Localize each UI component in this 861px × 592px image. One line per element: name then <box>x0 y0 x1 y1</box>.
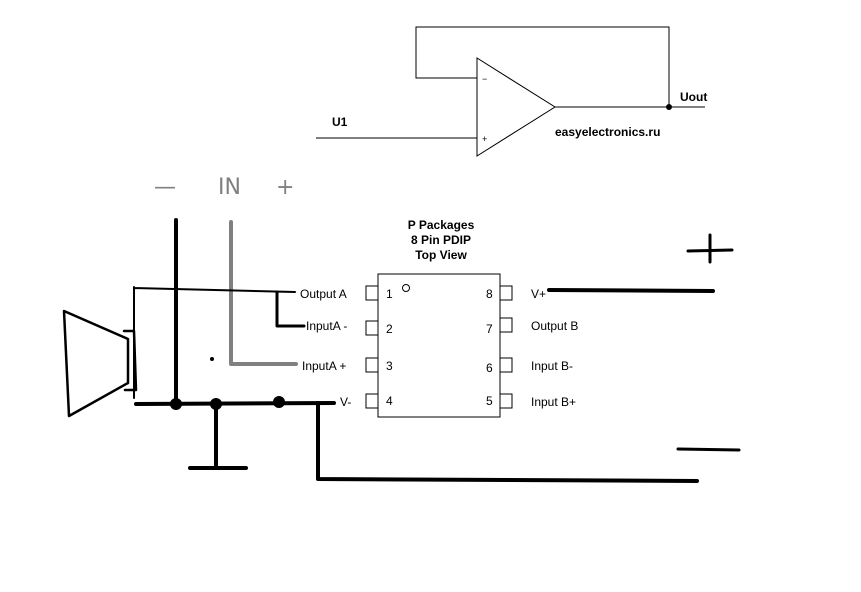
pin-number-1: 1 <box>386 287 393 301</box>
output-label: Uout <box>680 90 707 104</box>
in-plus-label: + <box>276 175 294 200</box>
noninverting-input-sign: + <box>482 134 487 144</box>
pin-name-output-a: Output A <box>300 287 347 301</box>
junction-dot-1 <box>170 398 182 410</box>
pin-stub-4 <box>365 393 378 409</box>
pin-name-input-a-plus: InputA + <box>302 359 346 373</box>
pin-name-input-b-minus: Input B- <box>531 359 573 373</box>
pin-name-v-plus: V+ <box>531 287 546 301</box>
inverting-input-sign: − <box>482 74 487 84</box>
pin-stub-5 <box>500 393 513 409</box>
input-label: U1 <box>332 115 348 129</box>
v-plus-rail <box>547 288 715 293</box>
speaker-cone <box>62 309 130 418</box>
pin-number-3: 3 <box>386 359 393 373</box>
pin-stub-1 <box>365 285 378 301</box>
output-a-wire <box>133 286 296 399</box>
v-minus-rail <box>316 401 699 483</box>
in-minus-label: — <box>154 175 176 200</box>
pin1-marker <box>402 284 410 292</box>
pin-number-5: 5 <box>486 394 493 408</box>
ground-tap-wire <box>188 402 248 470</box>
chip-title-line2: 8 Pin PDIP <box>411 233 471 247</box>
pin-number-7: 7 <box>486 322 493 336</box>
pin-number-2: 2 <box>386 322 393 336</box>
supply-plus-sign <box>686 233 734 264</box>
junction-dot-2 <box>210 398 222 410</box>
supply-minus-sign <box>676 447 741 452</box>
ground-bus-wire <box>134 401 336 406</box>
stray-dot <box>210 357 214 361</box>
feedback-wire <box>415 26 670 107</box>
pin-name-input-b-plus: Input B+ <box>531 395 576 409</box>
pin-number-8: 8 <box>486 287 493 301</box>
junction-dot-3 <box>273 396 285 408</box>
pin-stub-8 <box>500 285 513 301</box>
opamp-triangle <box>476 57 556 157</box>
opamp-schematic: − + U1 Uout easyelectronics.ru <box>316 26 707 157</box>
watermark-text: easyelectronics.ru <box>555 125 660 139</box>
pin-name-v-minus: V- <box>340 395 351 409</box>
output-junction-dot <box>666 104 672 110</box>
pin-number-4: 4 <box>386 394 393 408</box>
input-plus-gray-wire <box>229 220 298 366</box>
feedback-wire-a <box>275 290 306 328</box>
chip-title-line3: Top View <box>415 248 467 262</box>
pin-stub-7 <box>500 317 513 333</box>
in-label: IN <box>218 175 241 200</box>
pin-name-input-a-minus: InputA - <box>306 319 347 333</box>
pin-name-output-b: Output B <box>531 319 578 333</box>
chip-body <box>377 273 501 418</box>
pin-stub-3 <box>365 357 378 373</box>
chip-title-line1: P Packages <box>408 218 475 232</box>
hand-drawn-wiring <box>62 218 741 483</box>
pin-stub-2 <box>365 320 378 336</box>
pin-stub-6 <box>500 357 513 373</box>
chip-package: P Packages 8 Pin PDIP Top View 1 2 3 4 5… <box>300 218 578 418</box>
pin-number-6: 6 <box>486 361 493 375</box>
handwritten-labels: — IN + <box>154 175 294 200</box>
